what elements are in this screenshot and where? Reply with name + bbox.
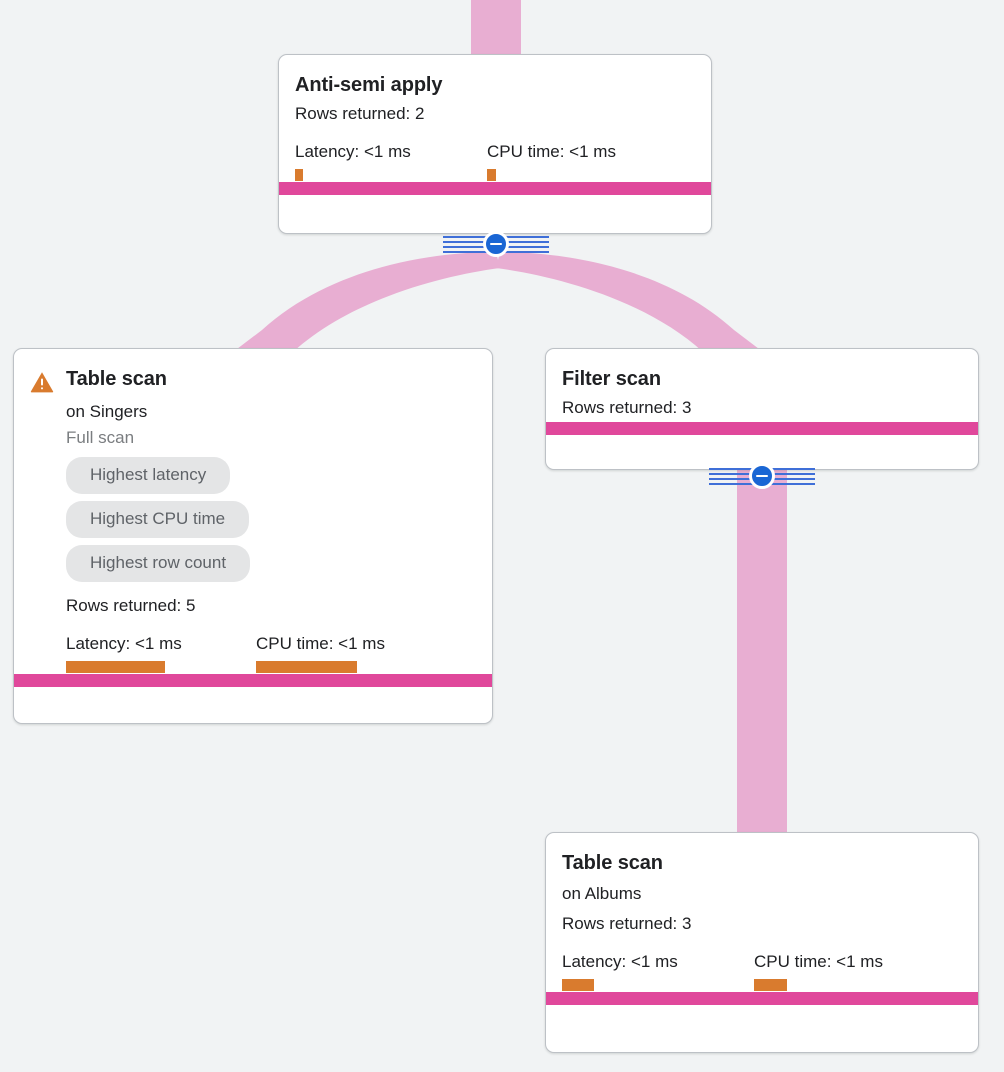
- metrics-row: Latency: <1 ms CPU time: <1 ms: [562, 951, 962, 991]
- node-table-scan-albums-header: Table scan: [562, 851, 962, 875]
- node-filter-scan-header: Filter scan: [562, 367, 962, 391]
- node-title: Table scan: [66, 368, 167, 390]
- chip-list: Highest latency Highest CPU time Highest…: [66, 457, 476, 589]
- node-title: Table scan: [562, 852, 663, 874]
- metric-latency-bar: [66, 661, 165, 673]
- metric-latency-label: Latency: <1 ms: [66, 634, 182, 653]
- rows-returned: Rows returned: 3: [562, 398, 692, 417]
- metric-latency-bar: [295, 169, 303, 181]
- chip-highest-latency[interactable]: Highest latency: [66, 457, 231, 494]
- warning-triangle-icon: [30, 372, 54, 393]
- node-title: Anti-semi apply: [295, 74, 443, 96]
- metric-cpu-time: CPU time: <1 ms: [754, 951, 883, 991]
- node-accent-bar: [279, 182, 711, 195]
- chip-highest-row-count[interactable]: Highest row count: [66, 545, 251, 582]
- edge-root-to-filter-scan: [496, 252, 763, 352]
- metric-cpu-time: CPU time: <1 ms: [256, 633, 385, 673]
- collapse-minus-icon[interactable]: [483, 231, 509, 257]
- scan-target: on Singers: [66, 402, 148, 421]
- node-title: Filter scan: [562, 368, 661, 390]
- metric-latency-label: Latency: <1 ms: [562, 952, 678, 971]
- metric-cpu-time-bar: [754, 979, 787, 991]
- node-accent-bar: [546, 992, 978, 1005]
- toggle-anti-semi-apply[interactable]: [443, 229, 549, 259]
- metric-latency-bar: [562, 979, 594, 991]
- node-filter-scan[interactable]: Filter scan Rows returned: 3: [545, 348, 979, 470]
- metric-cpu-time-label: CPU time: <1 ms: [487, 142, 616, 161]
- metric-latency: Latency: <1 ms: [66, 633, 256, 673]
- edge-root-to-table-scan-singers: [233, 252, 500, 352]
- edge-into-root: [471, 0, 521, 56]
- metric-latency-label: Latency: <1 ms: [295, 142, 411, 161]
- node-table-scan-singers-header: Table scan: [30, 367, 476, 393]
- scan-target: on Albums: [562, 884, 642, 903]
- node-details: on Singers Full scan Highest latency Hig…: [30, 399, 476, 673]
- node-accent-bar: [546, 422, 978, 435]
- metric-cpu-time-label: CPU time: <1 ms: [754, 952, 883, 971]
- node-table-scan-singers[interactable]: Table scan on Singers Full scan Highest …: [13, 348, 493, 724]
- node-table-scan-albums-body: Table scan on Albums Rows returned: 3 La…: [546, 833, 978, 1005]
- node-anti-semi-apply-header: Anti-semi apply: [295, 73, 695, 97]
- rows-returned: Rows returned: 3: [562, 914, 692, 933]
- edge-filter-scan-to-table-scan-albums: [737, 470, 787, 842]
- collapse-minus-icon[interactable]: [749, 463, 775, 489]
- chip-highest-cpu-time[interactable]: Highest CPU time: [66, 501, 250, 538]
- metric-latency: Latency: <1 ms: [562, 951, 754, 991]
- node-anti-semi-apply[interactable]: Anti-semi apply Rows returned: 2 Latency…: [278, 54, 712, 234]
- node-table-scan-singers-body: Table scan on Singers Full scan Highest …: [14, 349, 492, 687]
- scan-type: Full scan: [66, 428, 135, 447]
- node-anti-semi-apply-body: Anti-semi apply Rows returned: 2 Latency…: [279, 55, 711, 195]
- node-accent-bar: [14, 674, 492, 687]
- metrics-row: Latency: <1 ms CPU time: <1 ms: [66, 633, 476, 673]
- metric-cpu-time-bar: [487, 169, 496, 181]
- metric-cpu-time-bar: [256, 661, 357, 673]
- metric-cpu-time: CPU time: <1 ms: [487, 141, 616, 181]
- toggle-filter-scan[interactable]: [709, 461, 815, 491]
- rows-returned: Rows returned: 2: [295, 104, 425, 123]
- node-filter-scan-body: Filter scan Rows returned: 3: [546, 349, 978, 435]
- metric-latency: Latency: <1 ms: [295, 141, 487, 181]
- metric-cpu-time-label: CPU time: <1 ms: [256, 634, 385, 653]
- metrics-row: Latency: <1 ms CPU time: <1 ms: [295, 141, 695, 181]
- rows-returned: Rows returned: 5: [66, 596, 196, 615]
- node-table-scan-albums[interactable]: Table scan on Albums Rows returned: 3 La…: [545, 832, 979, 1053]
